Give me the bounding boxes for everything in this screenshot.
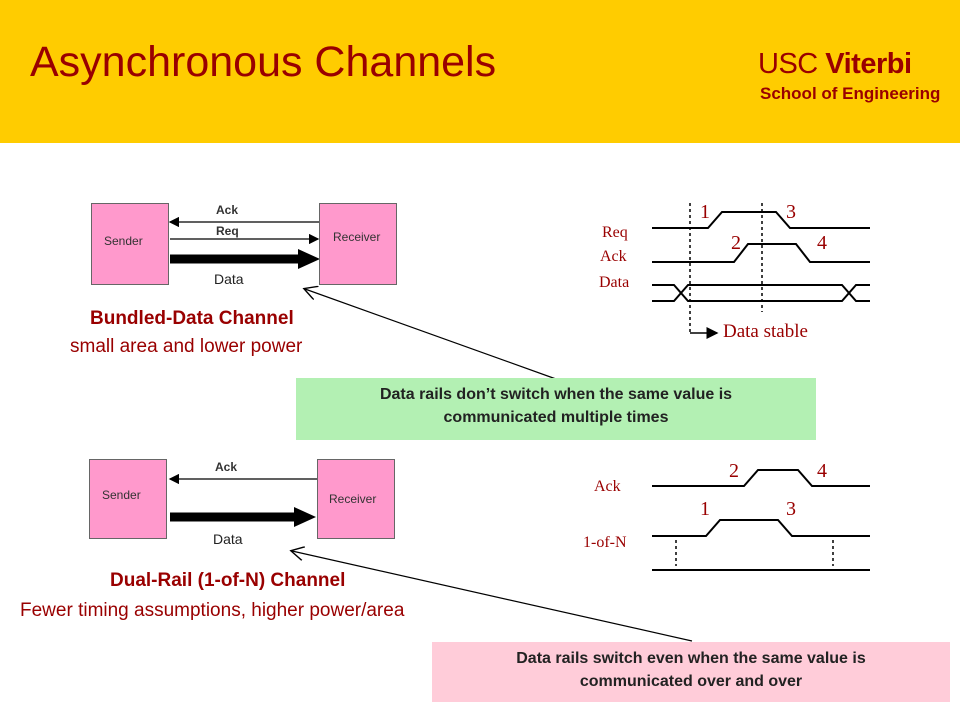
dual-heading: Dual-Rail (1-of-N) Channel bbox=[110, 570, 346, 591]
waveform-event-1: 1 bbox=[700, 201, 710, 223]
note-bottom-line1: Data rails switch even when the same val… bbox=[516, 650, 866, 667]
bundled-heading: Bundled-Data Channel bbox=[90, 308, 294, 329]
bundled-ack-label: Ack bbox=[216, 203, 239, 217]
dual-sender-label: Sender bbox=[102, 488, 141, 502]
dual-subtitle: Fewer timing assumptions, higher power/a… bbox=[20, 600, 405, 621]
dual-ack-label: Ack bbox=[215, 460, 238, 474]
slide-title: Asynchronous Channels bbox=[30, 38, 497, 86]
bundled-req-label: Req bbox=[216, 224, 239, 238]
bundled-sender-label: Sender bbox=[104, 234, 143, 248]
logo-usc: USC bbox=[758, 48, 818, 80]
dual-event-4: 4 bbox=[817, 460, 827, 482]
waveform-ack bbox=[652, 243, 870, 263]
waveform-event-3: 3 bbox=[786, 201, 796, 223]
dual-data-label: Data bbox=[213, 531, 243, 547]
waveform-req-label: Req bbox=[602, 224, 628, 241]
dual-event-3: 3 bbox=[786, 498, 796, 520]
bundled-receiver-box: Receiver bbox=[319, 203, 397, 285]
callout-arrow-top bbox=[305, 289, 557, 380]
note-bottom: Data rails switch even when the same val… bbox=[432, 642, 950, 702]
header-bar: Asynchronous Channels USC Viterbi School… bbox=[0, 0, 960, 143]
dual-data-arrowhead bbox=[294, 507, 316, 527]
logo-viterbi: Viterbi bbox=[825, 48, 912, 80]
dual-event-1: 1 bbox=[700, 498, 710, 520]
data-stable-label: Data stable bbox=[723, 321, 808, 342]
waveform-ack-label: Ack bbox=[600, 248, 627, 265]
waveform-event-2: 2 bbox=[731, 232, 741, 254]
waveform-data bbox=[652, 284, 870, 302]
bundled-data-label: Data bbox=[214, 271, 244, 287]
note-top-line2: communicated multiple times bbox=[443, 409, 669, 426]
dual-receiver-label: Receiver bbox=[329, 492, 377, 506]
bundled-data-arrowhead bbox=[298, 249, 320, 269]
note-top: Data rails don’t switch when the same va… bbox=[296, 378, 816, 440]
dual-waveform-ack-label: Ack bbox=[594, 478, 621, 495]
bundled-sender-box: Sender bbox=[91, 203, 169, 285]
dual-waveform-ack bbox=[652, 469, 870, 487]
callout-arrow-bottom bbox=[292, 551, 693, 642]
dual-sender-box: Sender bbox=[89, 459, 167, 539]
bundled-subtitle: small area and lower power bbox=[70, 336, 303, 357]
note-bottom-line2: communicated over and over bbox=[579, 673, 803, 690]
note-top-line1: Data rails don’t switch when the same va… bbox=[379, 386, 733, 403]
dual-waveform-rail-label: 1-of-N bbox=[583, 534, 627, 551]
usc-viterbi-logo: USC Viterbi bbox=[758, 48, 912, 81]
dual-event-2: 2 bbox=[729, 460, 739, 482]
waveform-req bbox=[652, 211, 870, 229]
bundled-receiver-label: Receiver bbox=[333, 230, 381, 244]
waveform-data-label: Data bbox=[599, 274, 630, 291]
logo-school: School of Engineering bbox=[760, 84, 941, 103]
dual-waveform-rail bbox=[652, 519, 870, 537]
waveform-event-4: 4 bbox=[817, 232, 827, 254]
dual-receiver-box: Receiver bbox=[317, 459, 395, 539]
